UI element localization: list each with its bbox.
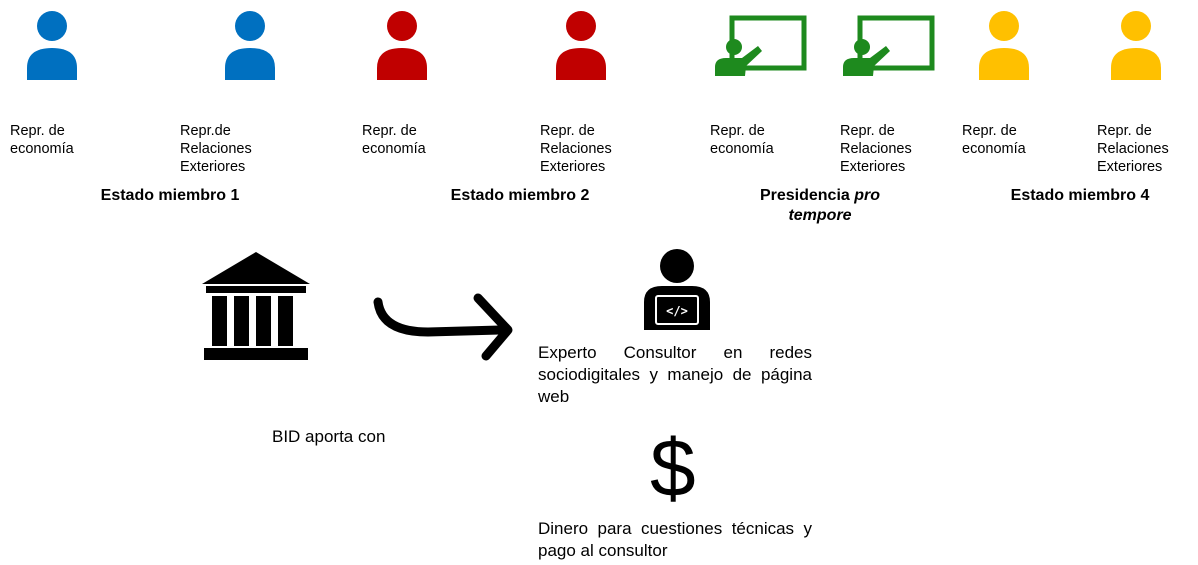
dollar-icon: $ xyxy=(650,423,696,514)
rep-label-member2-relaciones: Repr. de Relaciones Exteriores xyxy=(540,123,612,175)
rep-label-member1-economia: Repr. de economía xyxy=(10,123,74,157)
person-icon-member1-relaciones xyxy=(224,10,276,80)
rep-label-presidency-economia: Repr. de economía xyxy=(710,123,774,157)
presenter-board-icon-presidency-economia xyxy=(712,14,808,76)
presenter-board-icon-presidency-relaciones xyxy=(840,14,936,76)
person-icon-member4-relaciones xyxy=(1110,10,1162,80)
money-text: Dinero para cuestiones técnicas y pago a… xyxy=(538,519,812,560)
rep-label-member4-economia: Repr. de economía xyxy=(962,123,1026,157)
group-title-member2: Estado miembro 2 xyxy=(450,187,590,204)
group-title-presidency-italic-2: tempore xyxy=(788,207,852,224)
rep-label-member4-relaciones: Repr. de Relaciones Exteriores xyxy=(1097,123,1169,175)
curved-arrow-icon xyxy=(368,290,518,362)
person-icon-member2-relaciones xyxy=(555,10,607,80)
group-title-presidency-prefix: Presidencia xyxy=(759,187,855,204)
group-title-member4: Estado miembro 4 xyxy=(1010,187,1150,204)
bid-label: BID aporta con xyxy=(272,427,386,446)
developer-laptop-icon: </> xyxy=(636,248,718,330)
group-title-presidency-italic-1: pro xyxy=(854,187,881,204)
person-icon-member1-economia xyxy=(26,10,78,80)
person-icon-member4-economia xyxy=(978,10,1030,80)
group-title-member1: Estado miembro 1 xyxy=(100,187,240,204)
rep-label-member2-economia: Repr. de economía xyxy=(362,123,426,157)
person-icon-member2-economia xyxy=(376,10,428,80)
rep-label-member1-relaciones: Repr.de Relaciones Exteriores xyxy=(180,123,252,175)
rep-label-presidency-relaciones: Repr. de Relaciones Exteriores xyxy=(840,123,912,175)
bank-icon xyxy=(200,250,312,362)
expert-text: Experto Consultor en redes sociodigitale… xyxy=(538,343,812,406)
svg-text:</>: </> xyxy=(666,304,688,318)
